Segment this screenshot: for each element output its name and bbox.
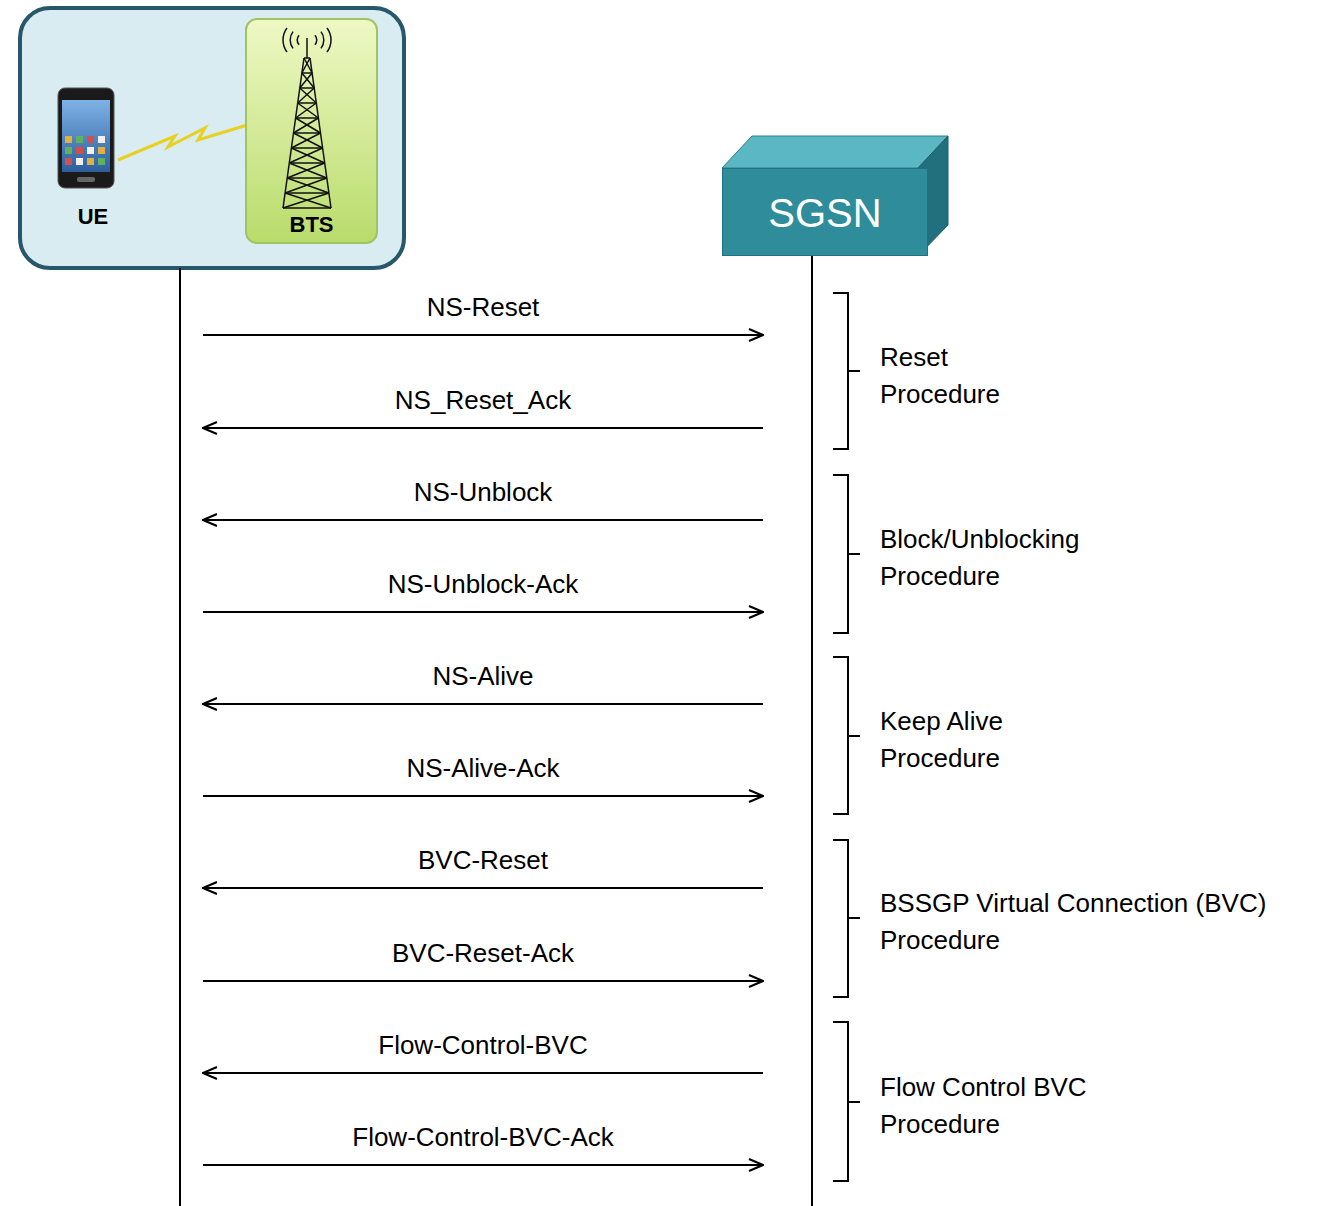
message-label: NS-Alive-Ack [402,753,563,783]
bracket [833,475,860,633]
procedure-label: BSSGP Virtual Connection (BVC) Procedure [880,885,1335,959]
message-label: NS-Unblock-Ack [384,569,583,599]
procedure-label: Flow Control BVC Procedure [880,1069,1130,1143]
bracket [833,293,860,449]
network-node-box: SGSN [722,168,928,256]
bracket [833,1022,860,1181]
message-arrow [203,334,763,336]
procedure-label: Keep Alive Procedure [880,703,1040,777]
message-label: Flow-Control-BVC [374,1030,592,1060]
message-arrow [203,519,763,521]
lifeline [811,256,813,1206]
message-arrow [203,611,763,613]
message-label: BVC-Reset [414,845,552,875]
phone-icon [50,86,124,196]
brackets [833,293,860,1181]
bracket [833,840,860,997]
message-arrow [203,427,763,429]
bracket [833,657,860,814]
message-label: NS-Alive [428,661,537,691]
message-arrow [203,795,763,797]
message-arrow [203,703,763,705]
message-label: NS-Unblock [410,477,557,507]
node-label: UE [50,204,136,230]
message-arrow [203,1072,763,1074]
procedure-label: Reset Procedure [880,339,1030,413]
message-label: Flow-Control-BVC-Ack [348,1122,618,1152]
message-arrow [203,1164,763,1166]
box-top-face [722,136,948,168]
message-arrow [203,887,763,889]
message-label: NS-Reset [423,292,544,322]
message-label: NS_Reset_Ack [391,385,575,415]
lifeline [179,268,181,1206]
procedure-label: Block/Unblocking Procedure [880,521,1130,595]
message-arrow [203,980,763,982]
network-panel [20,8,404,268]
base-station-box: BTS [245,18,378,244]
message-label: BVC-Reset-Ack [388,938,578,968]
node-label: SGSN [723,169,927,257]
tower-icon [245,18,370,244]
node-label: BTS [247,212,376,238]
phone-device: UE [50,86,136,230]
